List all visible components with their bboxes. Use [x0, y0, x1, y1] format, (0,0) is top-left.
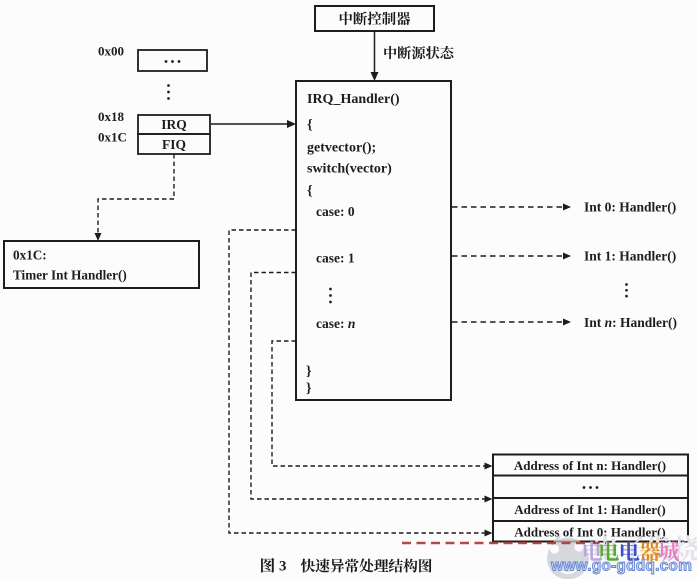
svg-text:0x1C:: 0x1C:	[13, 248, 47, 263]
svg-text:FIQ: FIQ	[162, 137, 186, 152]
svg-text:Int 0: Handler(): Int 0: Handler()	[584, 200, 676, 215]
svg-text:case: 1: case: 1	[316, 251, 355, 266]
svg-text:Timer Int Handler(): Timer Int Handler()	[13, 268, 127, 283]
svg-text:Int 1: Handler(): Int 1: Handler()	[584, 249, 676, 264]
svg-text:IRQ: IRQ	[161, 117, 187, 132]
svg-text:{: {	[307, 184, 313, 199]
svg-text:3: 3	[279, 559, 287, 575]
svg-text:case: 0: case: 0	[316, 204, 355, 219]
svg-text:Int n: Handler(): Int n: Handler()	[584, 315, 677, 330]
svg-text:}: }	[306, 364, 312, 379]
svg-text:Address of Int n: Handler(): Address of Int n: Handler()	[514, 458, 666, 473]
svg-text:switch(vector): switch(vector)	[307, 162, 392, 177]
svg-text:0x1C: 0x1C	[98, 130, 127, 145]
svg-text:Address of Int 1: Handler(): Address of Int 1: Handler()	[514, 502, 665, 517]
svg-text:0x18: 0x18	[98, 109, 125, 124]
svg-text:IRQ_Handler(): IRQ_Handler()	[307, 92, 400, 107]
svg-text:{: {	[307, 118, 313, 133]
svg-text:www.go-gddq.com: www.go-gddq.com	[550, 558, 692, 575]
svg-text:0x00: 0x00	[98, 44, 124, 59]
svg-text:getvector();: getvector();	[307, 141, 376, 156]
svg-text:}: }	[306, 381, 312, 396]
svg-text:Address of Int 0: Handler(): Address of Int 0: Handler()	[514, 525, 665, 540]
svg-text:case: n: case: n	[316, 316, 355, 331]
